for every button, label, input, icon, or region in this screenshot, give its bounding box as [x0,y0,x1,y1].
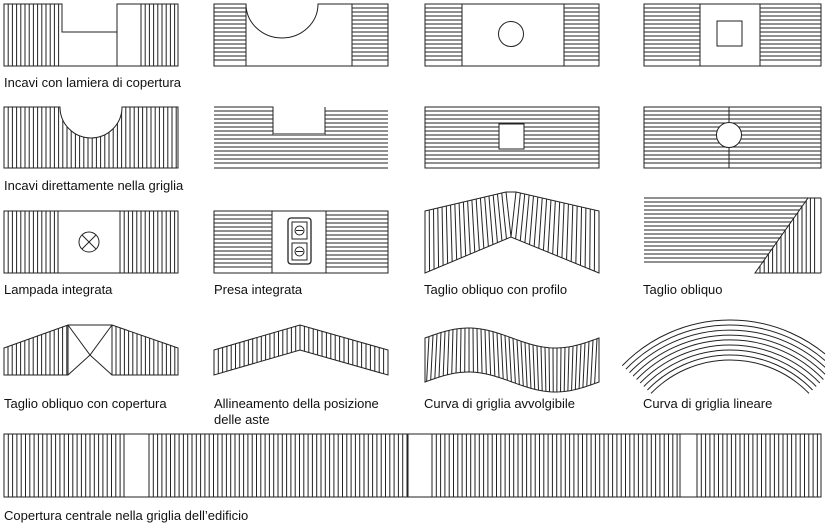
panel-linear-curve [621,319,825,394]
panel-square-hole [424,106,600,169]
panel-rollable-curve [424,327,600,393]
panel-square-cutout [643,3,822,67]
panel-round-cutout [424,3,600,67]
caption-taglio-profilo: Taglio obliquo con profilo [424,282,568,297]
panel-round-notch-grid [3,106,179,169]
caption-taglio-copertura: Taglio obliquo con copertura [4,396,167,411]
panel-central-cover-building-grid [3,433,822,498]
caption-incavi-griglia: Incavi direttamente nella griglia [4,178,184,193]
panel-integrated-socket [213,210,389,274]
caption-curva-lineare: Curva di griglia lineare [643,396,773,411]
caption-allineamento: Allineamento della posizione delle aste [214,396,379,427]
caption-curva-avvolgibile: Curva di griglia avvolgibile [424,396,576,411]
panel-round-hole-split [643,106,822,169]
double-socket-icon [287,217,312,265]
panel-notch-cover-plate [3,3,179,67]
caption-lampada: Lampada integrata [4,282,113,297]
panel-oblique-cut-cover [3,324,179,376]
caption-incavi-lamiera: Incavi con lamiera di copertura [4,75,182,90]
panel-round-notch-cover [213,3,389,67]
panel-oblique-cut [644,197,822,274]
caption-copertura-centrale: Copertura centrale nella griglia dell’ed… [4,508,249,523]
caption-taglio-obliquo: Taglio obliquo [643,282,723,297]
caption-presa: Presa integrata [214,282,303,297]
panel-bar-alignment [213,324,389,376]
panel-rect-notch-grid [214,105,388,169]
lamp-cross-icon [78,231,100,253]
panel-oblique-cut-profile [424,191,600,274]
panel-integrated-lamp [3,210,179,274]
